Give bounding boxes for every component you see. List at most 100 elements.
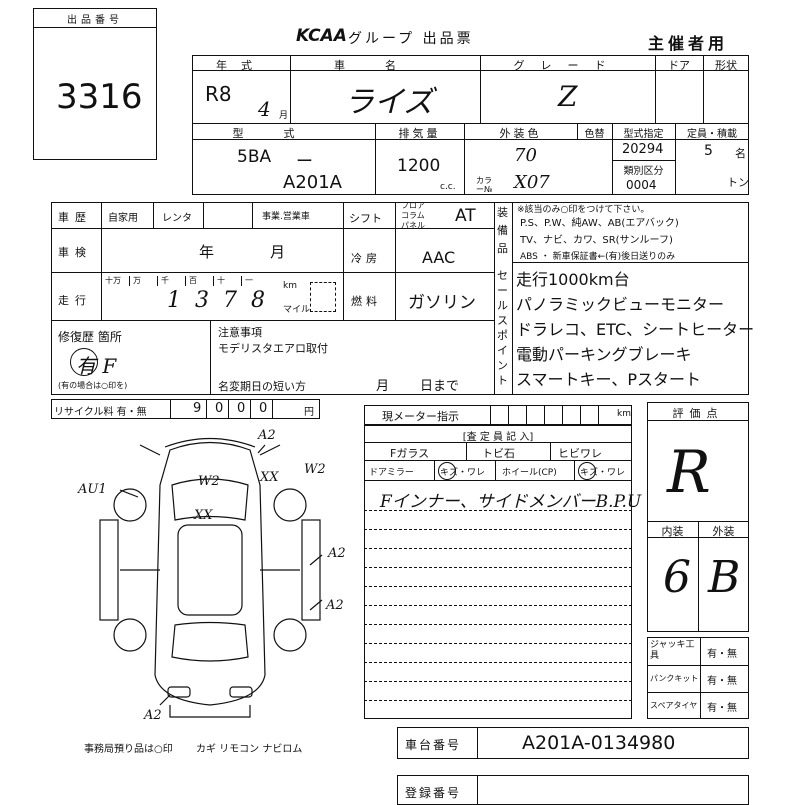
cc-unit: c.c. bbox=[440, 182, 456, 192]
mark-front: A2 bbox=[257, 428, 276, 443]
shift-panel: パネル bbox=[401, 221, 425, 230]
mileage-digit: 3 bbox=[195, 288, 209, 313]
inspector-memo: Fインナー、サイドメンバーB.P.U bbox=[380, 492, 642, 512]
mirror-label: ドアミラー bbox=[369, 468, 414, 478]
displacement: 1200 bbox=[397, 156, 441, 176]
car-name: ライズ bbox=[344, 85, 434, 120]
inspector-title: [査 定 員 記 入] bbox=[462, 432, 534, 443]
meter-row bbox=[364, 405, 632, 425]
sales-point: 走行1000km台 bbox=[516, 270, 630, 289]
lot-label: 出品番号 bbox=[67, 15, 123, 26]
wheel-option: キズ・ワレ bbox=[580, 468, 626, 478]
mileage-unit-label: 十 bbox=[217, 276, 225, 285]
recycle-digit: 0 bbox=[215, 401, 224, 416]
notes-month: 月 bbox=[376, 379, 390, 394]
glass-label: Fガラス bbox=[390, 447, 430, 460]
exterior-score: B bbox=[708, 552, 741, 603]
mark-left-front: AU1 bbox=[77, 482, 107, 497]
shift-value: AT bbox=[455, 206, 476, 226]
lot-box: 出品番号 3316 bbox=[33, 8, 157, 160]
fuel-label: 燃料 bbox=[351, 295, 381, 308]
spare-label: スペアタイヤ bbox=[650, 701, 698, 710]
door-label: ドア bbox=[668, 59, 690, 72]
mark-right-front: XX bbox=[259, 470, 279, 485]
color-no-label: カラー№ bbox=[476, 176, 493, 194]
mileage-unit-label: 十万 bbox=[105, 276, 121, 285]
designation: 20294 bbox=[622, 142, 664, 157]
recycle-label: リサイクル料 有・無 bbox=[54, 407, 147, 418]
mileage-unit-label: 万 bbox=[133, 276, 141, 285]
wheel-label: ホイール(CP) bbox=[502, 468, 557, 478]
exterior-color-label: 外装色 bbox=[499, 127, 542, 140]
inspection-month: 月 bbox=[270, 243, 286, 261]
notes-label: 注意事項 bbox=[218, 326, 262, 339]
designation-label: 型式指定 bbox=[623, 129, 664, 140]
jack-value: 有・無 bbox=[707, 649, 737, 660]
category-label: 類別区分 bbox=[623, 166, 664, 177]
displacement-label: 排気量 bbox=[398, 127, 441, 140]
recycle-digit: 9 bbox=[193, 401, 202, 416]
recycle-row bbox=[51, 399, 320, 419]
interior-score: 6 bbox=[663, 552, 691, 603]
inspector-box bbox=[364, 425, 632, 719]
chassis-row bbox=[397, 727, 749, 759]
jack-label: ジャッキ工具 bbox=[650, 640, 695, 661]
notes-short-label: 名変期日の短い方 bbox=[218, 380, 306, 393]
sales-point: スマートキー、Pスタート bbox=[516, 370, 702, 389]
wheel-circle bbox=[578, 462, 596, 480]
color-no: X07 bbox=[514, 172, 550, 193]
km-unit: km bbox=[283, 281, 297, 291]
sales-point: 電動パーキングブレーキ bbox=[516, 345, 692, 364]
shift-floor: フロア bbox=[401, 201, 425, 210]
type-model: A201A bbox=[283, 172, 342, 193]
mark-right-rear: A2 bbox=[325, 598, 344, 613]
registration-label: 登録番号 bbox=[405, 786, 462, 800]
capacity-unit: 名 bbox=[735, 147, 746, 160]
capacity-label: 定員・積載 bbox=[687, 129, 737, 140]
mirror-circle bbox=[438, 462, 456, 480]
mileage-unit-label: 一 bbox=[245, 276, 253, 285]
repair-note: (有の場合は○印を) bbox=[58, 381, 128, 390]
inspection-year: 年 bbox=[199, 243, 215, 261]
tools-box bbox=[647, 637, 749, 719]
shift-label: シフト bbox=[349, 212, 382, 225]
year-era: R8 bbox=[205, 82, 232, 106]
ac-label: 冷房 bbox=[351, 252, 381, 265]
score-value: R bbox=[667, 438, 711, 506]
puncture-value: 有・無 bbox=[707, 676, 737, 687]
equipment-line2: TV、ナビ、カワ、SR(サンルーフ) bbox=[520, 235, 673, 246]
mile-checkbox bbox=[310, 282, 336, 312]
logo: KCAA bbox=[296, 26, 347, 46]
shape-label: 形状 bbox=[715, 59, 737, 72]
mark-right-fender: W2 bbox=[304, 462, 326, 477]
meter-km: km bbox=[617, 409, 631, 419]
chip-label: トビ石 bbox=[482, 447, 515, 460]
ac-value: AAC bbox=[422, 248, 456, 267]
equipment-label: 装備品 bbox=[497, 206, 508, 255]
inspection-label: 車検 bbox=[58, 246, 92, 259]
interior-label: 内装 bbox=[661, 525, 684, 538]
mark-hood: W2 bbox=[198, 474, 220, 489]
office-items: カギ リモコン ナビロム bbox=[196, 744, 303, 755]
recycle-digit: 0 bbox=[259, 401, 268, 416]
mark-roof: XX bbox=[193, 508, 213, 523]
grade: Z bbox=[558, 80, 578, 113]
notes-day: 日まで bbox=[420, 379, 460, 394]
repair-label: 修復歴 箇所 bbox=[58, 330, 122, 344]
equipment-note: ※該当のみ○印をつけて下さい。 bbox=[517, 205, 650, 215]
mileage-digit: 1 bbox=[167, 288, 181, 313]
mirror-option: キズ・ワレ bbox=[440, 468, 486, 478]
mileage-digit: 7 bbox=[223, 288, 237, 313]
exterior-color: 70 bbox=[514, 145, 537, 166]
sales-point: パノラミックビューモニター bbox=[516, 295, 725, 314]
capacity: 5 bbox=[704, 143, 713, 159]
year-label: 年式 bbox=[216, 59, 266, 72]
year-month: 4 bbox=[258, 97, 271, 121]
history-grid bbox=[51, 202, 749, 395]
notes-text: モデリスタエアロ取付 bbox=[218, 342, 328, 355]
grade-label: グレード bbox=[513, 59, 622, 72]
mileage-digit: 8 bbox=[251, 288, 265, 313]
score-label: 評価点 bbox=[672, 407, 724, 420]
fuel-value: ガソリン bbox=[408, 293, 476, 313]
spare-value: 有・無 bbox=[707, 703, 737, 714]
